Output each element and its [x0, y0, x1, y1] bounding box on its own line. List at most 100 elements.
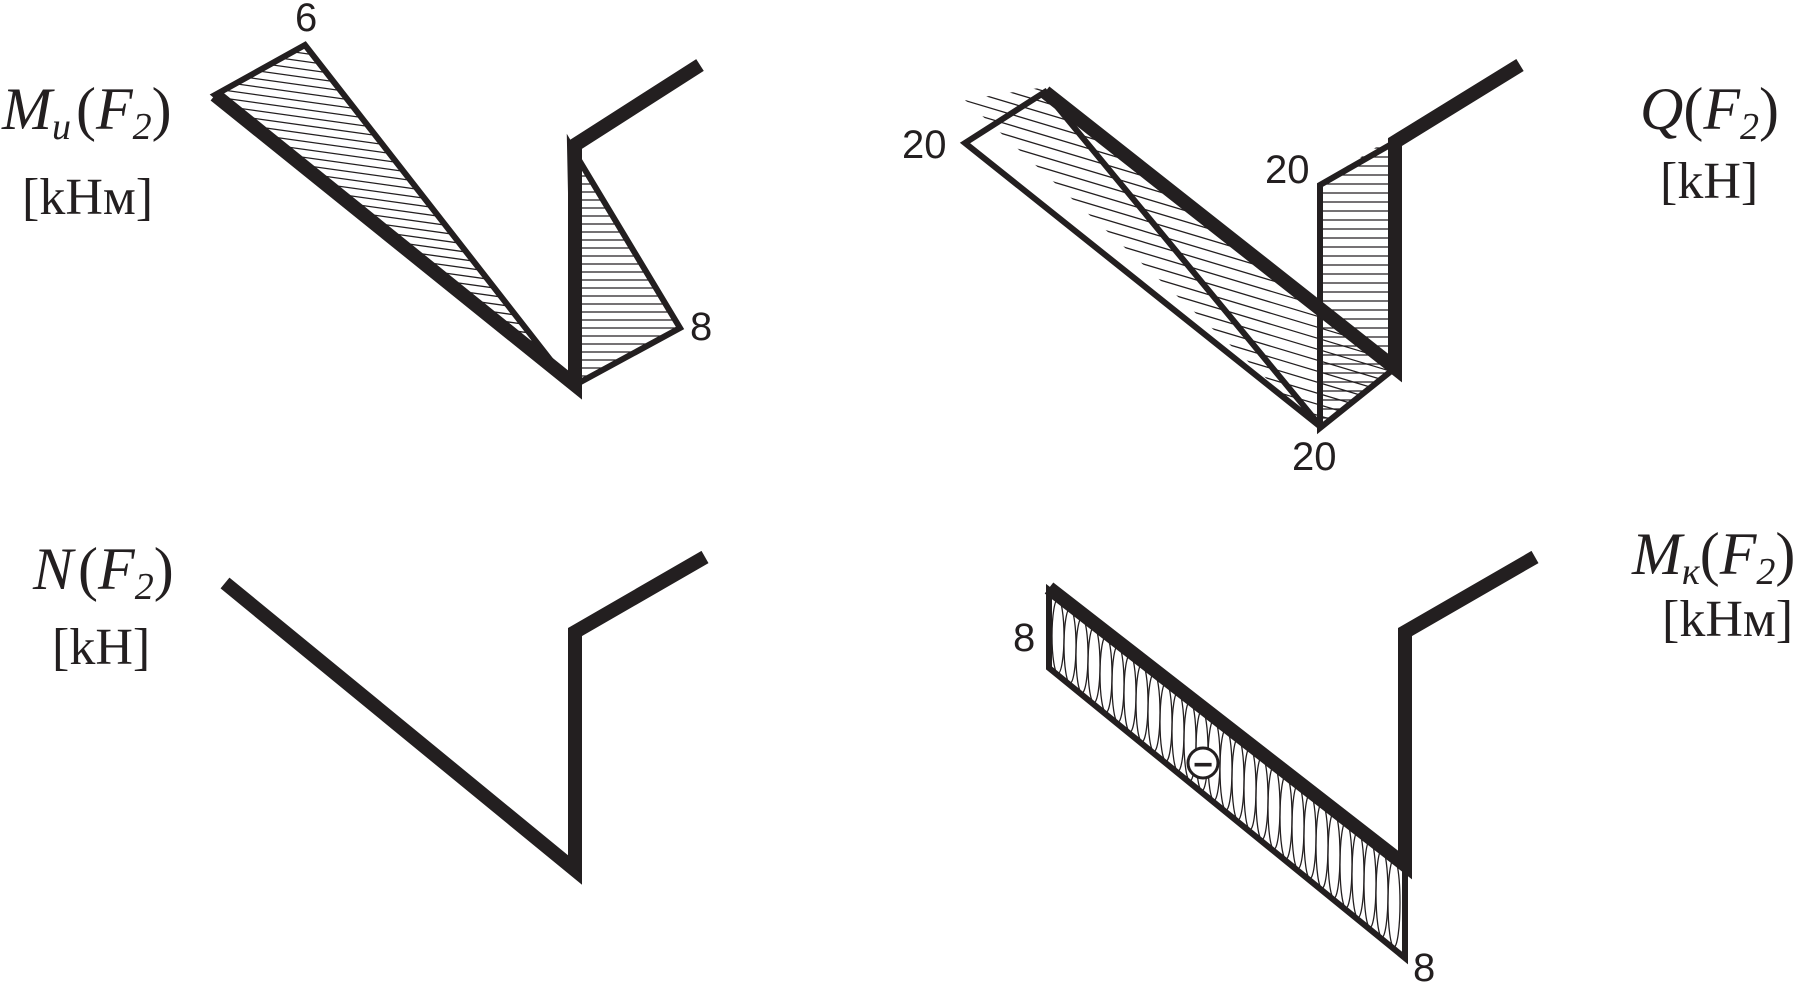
hatch-ellipse: [1327, 811, 1341, 899]
hatch-ellipse: [1147, 672, 1161, 753]
hatch-ellipse: [1111, 644, 1125, 723]
hatch-line: [215, 45, 570, 51]
hatch-ellipse: [1219, 728, 1233, 811]
hatch-line: [940, 445, 1420, 589]
hatch-ellipse: [1375, 848, 1389, 938]
hatch-ellipse: [1159, 681, 1173, 762]
hatch-line: [215, 147, 570, 211]
shear-force-area-right: [1317, 136, 1398, 435]
shear-force-hatch-left: [940, 0, 1420, 600]
hatch-line: [940, 456, 1420, 600]
hatch-line: [215, 291, 570, 355]
hatch-line: [940, 0, 1420, 17]
hatch-ellipse: [1315, 802, 1329, 890]
hatch-line: [965, 87, 1395, 117]
hatch-line: [965, 345, 1395, 428]
hatch-line: [965, 87, 1395, 106]
hatch-line: [965, 87, 1395, 150]
hatch-line: [215, 203, 570, 267]
hatch-ellipse: [1231, 737, 1245, 821]
hatch-ellipse: [1123, 653, 1137, 733]
frame-axis-mk: [1044, 550, 1539, 880]
hatch-line: [215, 267, 570, 331]
q-value-top: 20: [1265, 148, 1310, 192]
hatch-line: [215, 45, 570, 83]
q-value-left: 20: [902, 123, 947, 167]
frame-axis-q: [1040, 59, 1524, 383]
hatch-ellipse: [1171, 690, 1185, 772]
shear-force-diagram: [940, 0, 1524, 600]
torque-diagram: −: [1044, 550, 1539, 965]
hatch-line: [965, 103, 1395, 249]
hatch-ellipse: [1135, 663, 1149, 743]
hatch-ellipse: [1075, 616, 1089, 694]
hatch-line: [180, 0, 620, 42]
hatch-line: [940, 0, 1420, 50]
hatch-ellipse: [1063, 607, 1077, 684]
hatch-line: [965, 367, 1395, 428]
mk-title: Mк(F2): [1632, 521, 1796, 593]
hatch-line: [965, 87, 1395, 161]
hatch-line: [940, 0, 1420, 6]
hatch-line: [180, 420, 620, 482]
hatch-line: [965, 87, 1395, 128]
hatch-line: [215, 171, 570, 235]
mu-unit: [kНм]: [22, 169, 154, 226]
mu-title: Mи (F2): [2, 76, 172, 148]
hatch-ellipse: [1339, 820, 1353, 909]
hatch-line: [180, 404, 620, 466]
hatch-line: [965, 87, 1395, 95]
hatch-line: [965, 389, 1395, 428]
hatch-line: [180, 412, 620, 474]
hatch-line: [180, 388, 620, 450]
hatch-line: [215, 99, 570, 163]
torque-hatch: [1051, 598, 1401, 948]
hatch-line: [940, 0, 1420, 39]
hatch-ellipse: [1291, 783, 1305, 870]
hatch-ellipse: [1267, 765, 1281, 850]
axial-force-diagram: [220, 550, 709, 885]
hatch-ellipse: [1051, 598, 1065, 674]
hatch-line: [215, 283, 570, 347]
hatch-line: [940, 0, 1420, 72]
hatch-line: [940, 0, 1420, 83]
hatch-line: [940, 0, 1420, 28]
hatch-line: [215, 45, 570, 59]
hatch-line: [215, 347, 570, 385]
hatch-line: [215, 251, 570, 315]
hatch-ellipse: [1099, 635, 1113, 714]
hatch-line: [965, 87, 1395, 172]
hatch-line: [215, 371, 570, 385]
bending-moment-diagram: [180, 0, 704, 482]
frame-axis-mu: [210, 59, 704, 400]
hatch-line: [215, 123, 570, 187]
hatch-line: [215, 299, 570, 363]
hatch-ellipse: [1351, 830, 1365, 919]
hatch-ellipse: [1243, 746, 1257, 831]
mk-value-left: 8: [1013, 616, 1036, 660]
hatch-line: [965, 411, 1395, 428]
hatch-ellipse: [1303, 792, 1317, 880]
q-title: Q(F2): [1640, 76, 1779, 148]
mk-value-right: 8: [1413, 946, 1436, 990]
hatch-ellipse: [1363, 839, 1377, 929]
hatch-line: [215, 45, 570, 75]
hatch-ellipse: [1387, 857, 1401, 948]
negative-sign-circle: [1186, 746, 1220, 780]
hatch-line: [215, 51, 570, 115]
mu-value-left: 6: [295, 0, 318, 40]
q-value-bottom: 20: [1292, 435, 1337, 479]
q-unit: [kН]: [1660, 153, 1759, 210]
hatch-line: [215, 275, 570, 339]
mu-value-right: 8: [690, 305, 713, 349]
hatch-line: [215, 259, 570, 323]
mk-unit: [kНм]: [1662, 591, 1794, 648]
hatch-line: [180, 396, 620, 458]
hatch-ellipse: [1279, 774, 1293, 860]
shear-force-area-left: [959, 88, 1325, 431]
hatch-line: [940, 0, 1420, 61]
hatch-line: [215, 179, 570, 243]
hatch-ellipse: [1087, 626, 1101, 704]
hatch-line: [215, 379, 570, 385]
